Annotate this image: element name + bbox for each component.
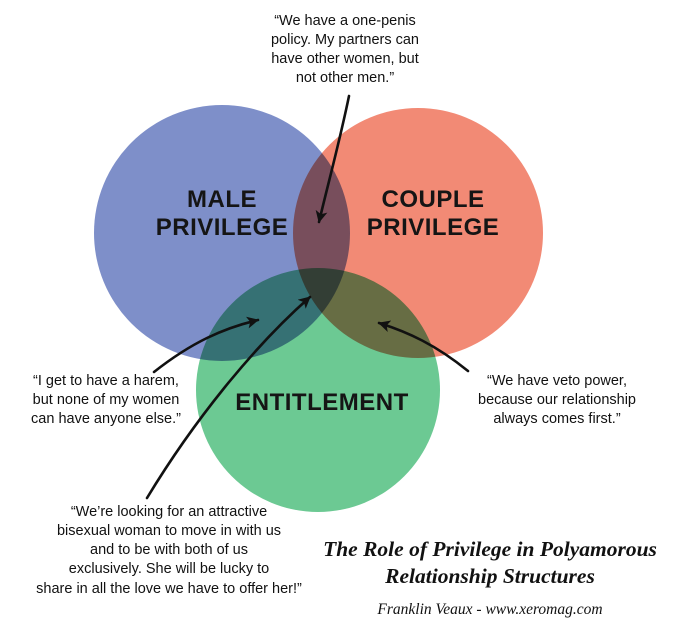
entitlement-label: ENTITLEMENT [235, 389, 409, 416]
attribution: Franklin Veaux - www.xeromag.com [377, 601, 603, 618]
male-privilege-label: MALE PRIVILEGE [155, 186, 289, 241]
quote-harem: “I get to have a harem, but none of my w… [31, 373, 181, 428]
quote-unicorn-hunting: “We’re looking for an attractive bisexua… [36, 504, 302, 597]
couple-privilege-label: COUPLE PRIVILEGE [366, 186, 500, 241]
quote-one-penis-policy: “We have a one-penis policy. My partners… [270, 13, 419, 87]
quote-veto-power: “We have veto power, because our relatio… [478, 373, 636, 428]
diagram-title: The Role of Privilege in Polyamorous Rel… [323, 537, 657, 588]
